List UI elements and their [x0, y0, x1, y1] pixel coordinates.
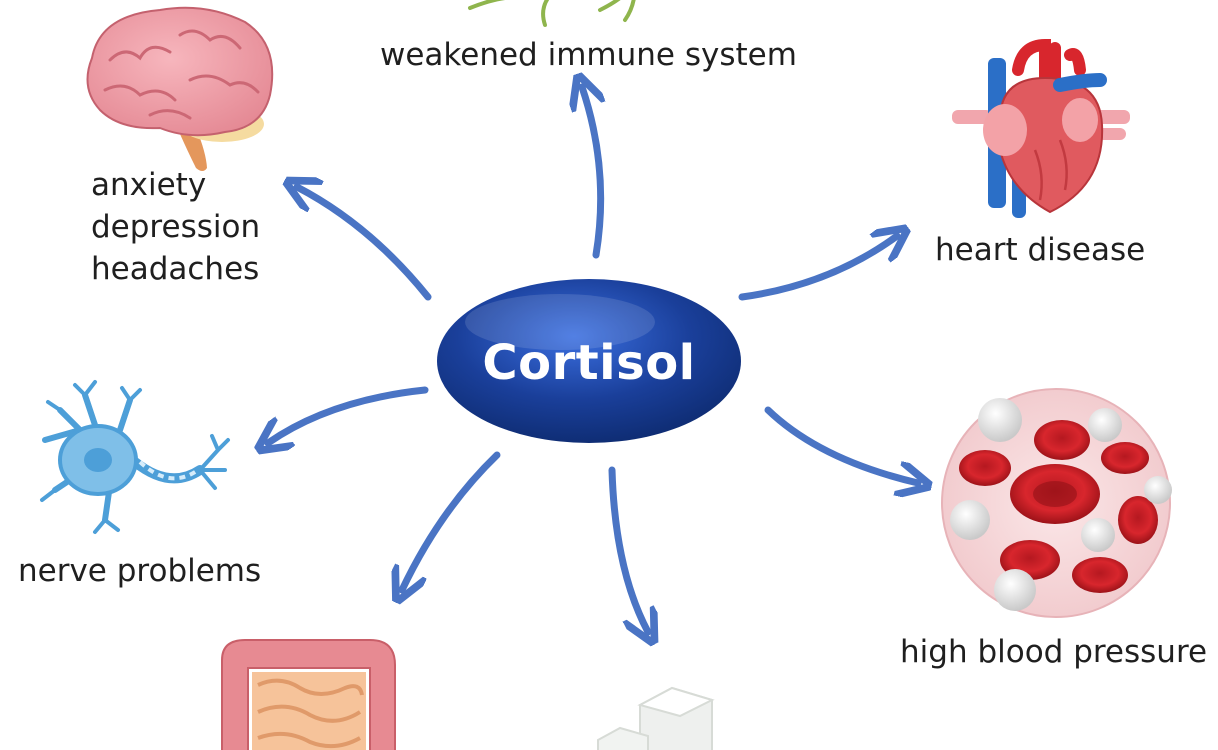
- cortisol-center-node: [437, 279, 741, 443]
- arrow-to-sugar: [608, 466, 648, 632]
- arrow-to-mental: [297, 187, 432, 301]
- arrow-to-blood: [764, 406, 918, 483]
- sugar-cubes-icon: [597, 686, 715, 750]
- immune-cell-icon: [468, 0, 636, 27]
- mental-effects-labels: anxiety depression headaches: [91, 164, 260, 290]
- high-blood-pressure-label: high blood pressure: [900, 634, 1208, 670]
- heart-icon: [952, 38, 1130, 218]
- depression-label: depression: [91, 209, 261, 245]
- cortisol-label: Cortisol: [482, 335, 696, 391]
- blood-cells-icon: [941, 388, 1172, 618]
- intestine-icon: [221, 639, 396, 750]
- arrow-to-intestine: [402, 451, 501, 590]
- anxiety-label: anxiety: [91, 167, 207, 203]
- nerve-problems-label: nerve problems: [18, 553, 262, 589]
- headaches-label: headaches: [91, 251, 260, 287]
- arrow-to-nerve: [268, 386, 429, 443]
- immune-label: weakened immune system: [380, 37, 797, 73]
- heart-disease-label: heart disease: [935, 232, 1146, 268]
- arrow-to-heart: [738, 236, 897, 301]
- brain-icon: [86, 6, 274, 171]
- arrow-to-immune: [582, 87, 601, 259]
